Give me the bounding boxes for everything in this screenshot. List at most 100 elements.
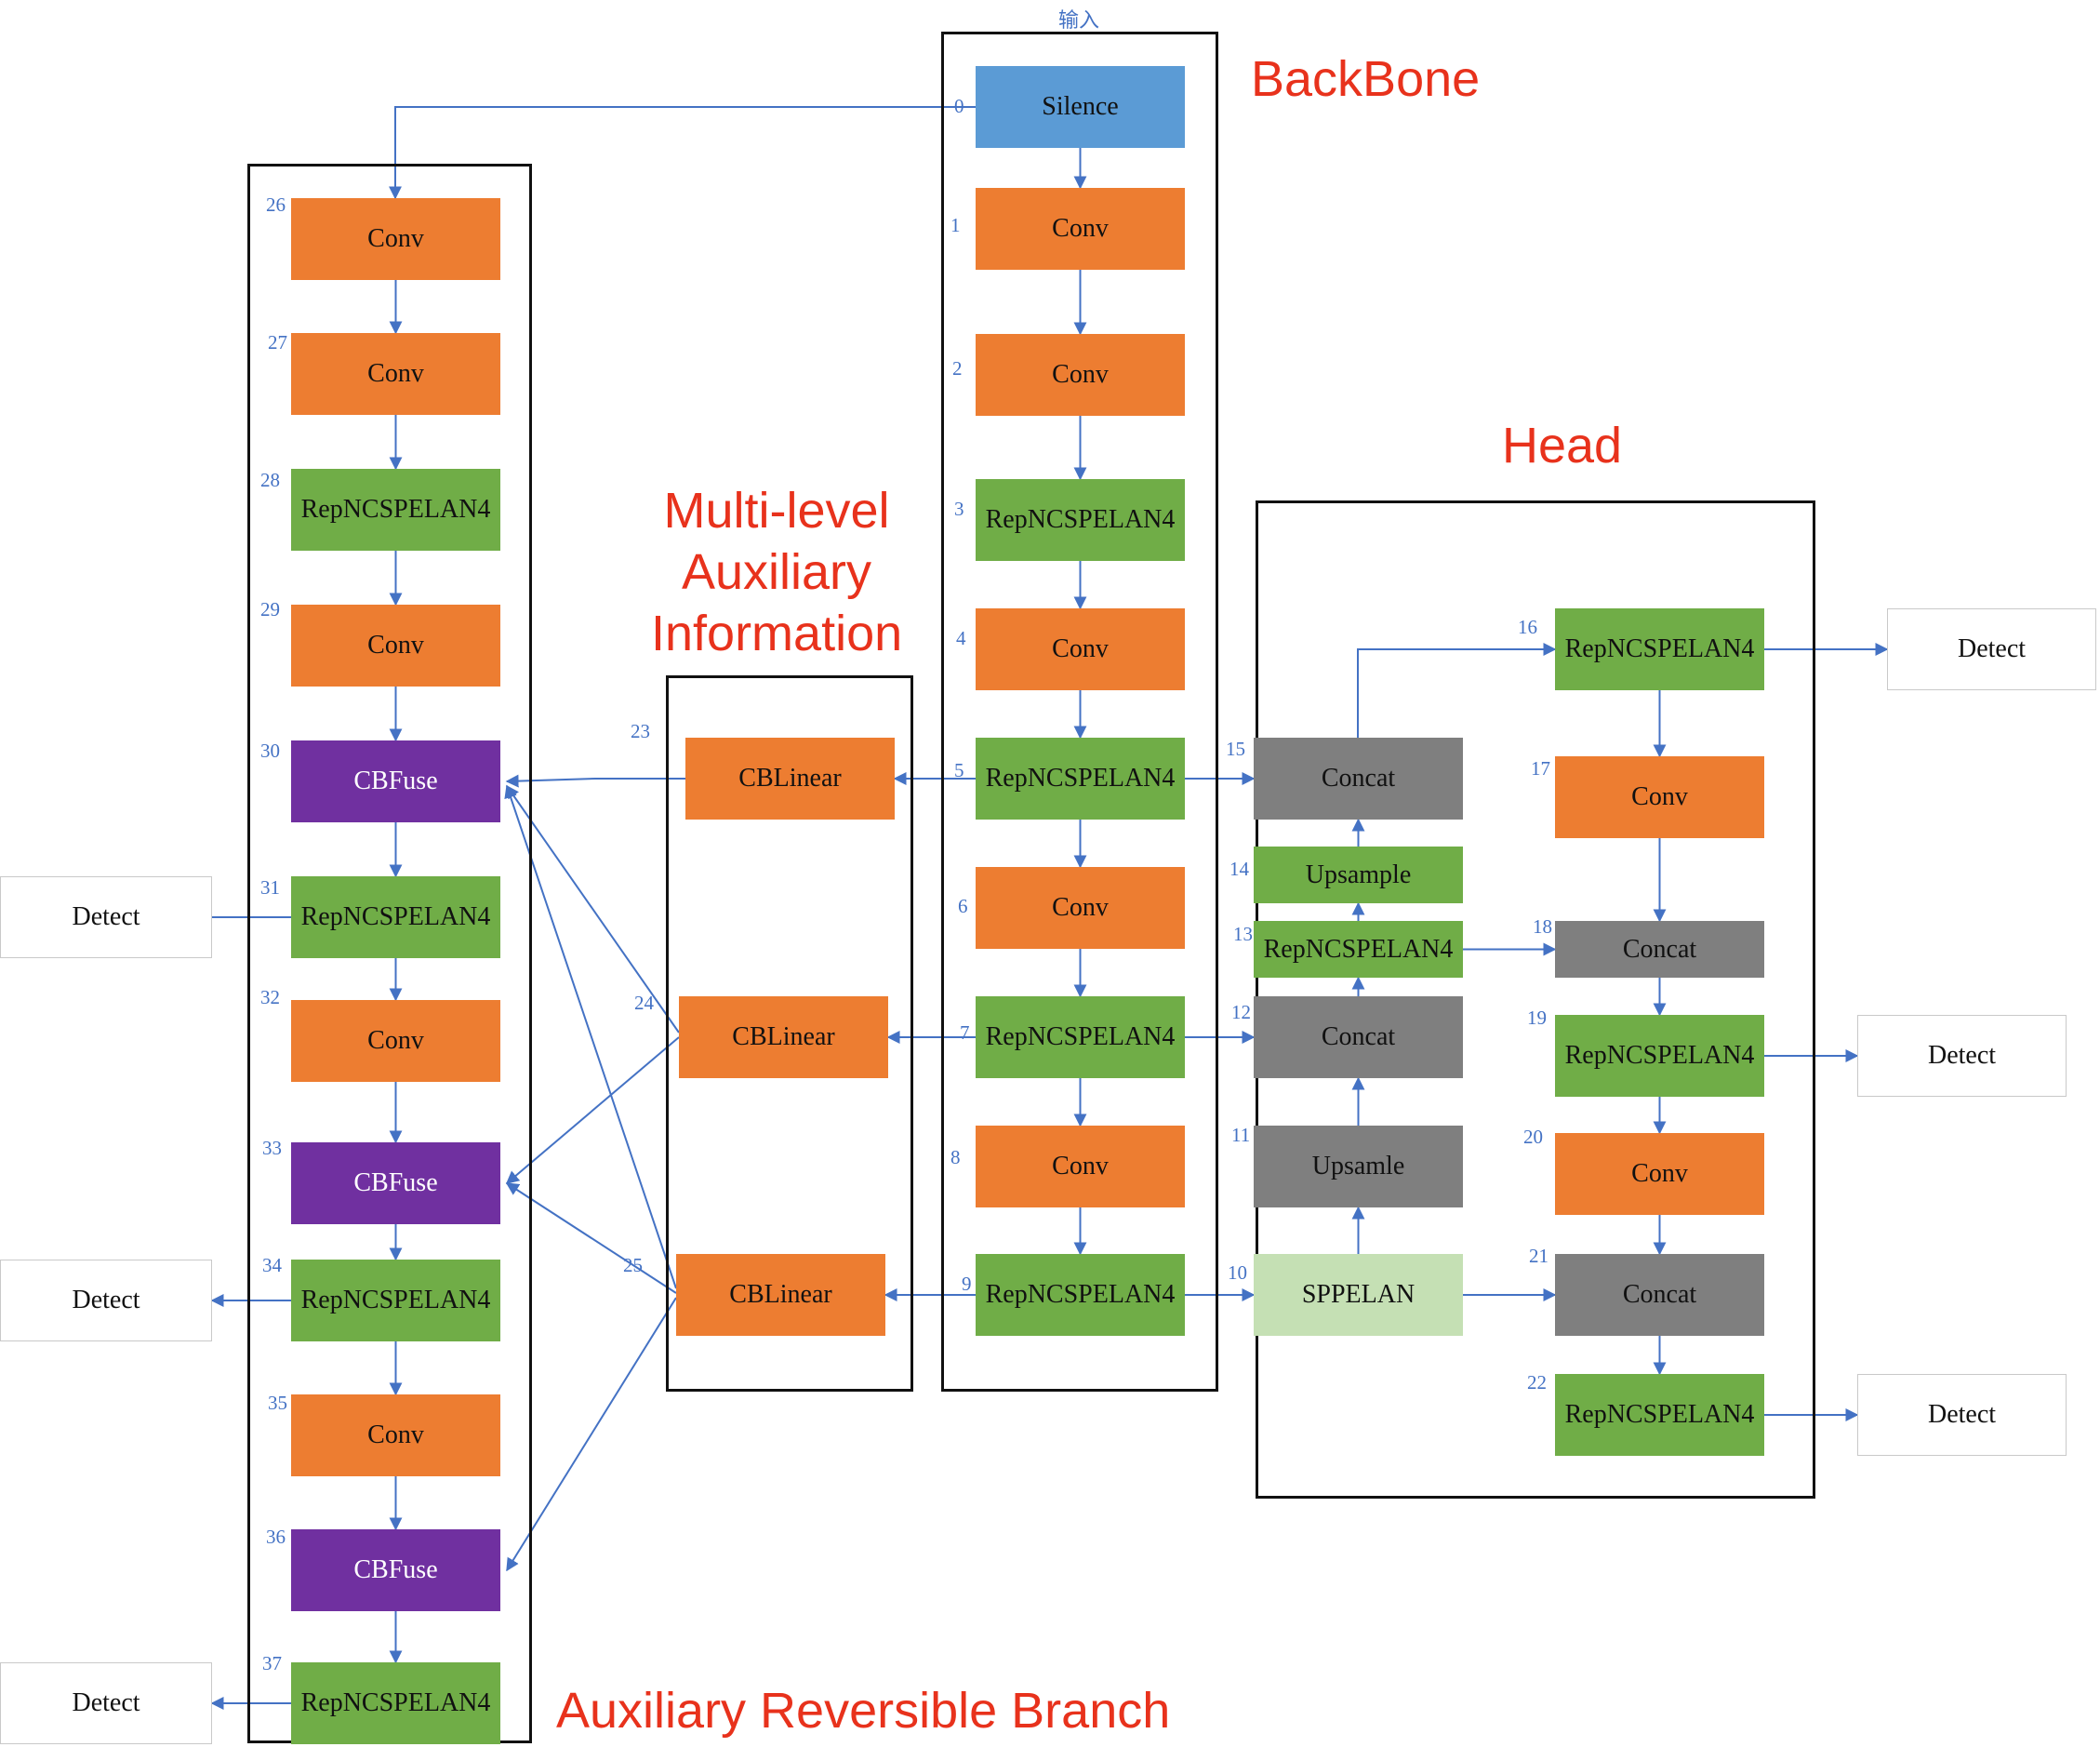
node-24-cblinear: CBLinear [679, 996, 888, 1078]
node-11-index: 11 [1231, 1124, 1251, 1146]
edge-23-to-30 [505, 774, 685, 788]
node-27-conv: Conv [291, 333, 500, 415]
node-29-conv: Conv [291, 605, 500, 687]
node-32-conv: Conv [291, 1000, 500, 1082]
edge-25-to-36 [506, 1297, 677, 1572]
node-16-index: 16 [1518, 616, 1537, 638]
node-2-conv: Conv [976, 334, 1185, 416]
node-28-repncspelan4: RepNCSPELAN4 [291, 469, 500, 551]
node-3-repncspelan4: RepNCSPELAN4 [976, 479, 1185, 561]
node-17-index: 17 [1531, 757, 1550, 780]
node-20-conv: Conv [1555, 1133, 1764, 1215]
node-10-sppelan: SPPELAN [1254, 1254, 1463, 1336]
node-18-concat: Concat [1555, 921, 1764, 978]
node-11-upsamle: Upsamle [1254, 1126, 1463, 1207]
edge-25-to-30 [504, 784, 677, 1289]
node-19-index: 19 [1527, 1007, 1547, 1029]
backbone-title: BackBone [1251, 51, 1481, 107]
edge-0-to-26 [389, 106, 976, 200]
edge-24-to-33 [505, 1036, 680, 1184]
node-16-repncspelan4: RepNCSPELAN4 [1555, 608, 1764, 690]
node-14-upsample: Upsample [1254, 847, 1463, 903]
detect-box-37: Detect [0, 1662, 212, 1744]
node-32-index: 32 [260, 986, 280, 1008]
node-1-index: 1 [950, 214, 961, 236]
node-10-index: 10 [1228, 1261, 1247, 1284]
multilevel-title: Multi-level Auxiliary Information [651, 480, 902, 664]
node-7-repncspelan4: RepNCSPELAN4 [976, 996, 1185, 1078]
node-36-cbfuse: CBFuse [291, 1529, 500, 1611]
node-35-index: 35 [268, 1392, 287, 1414]
node-8-index: 8 [950, 1146, 961, 1168]
node-36-index: 36 [266, 1526, 286, 1548]
detect-box-34: Detect [0, 1260, 212, 1341]
node-0-index: 0 [954, 95, 964, 117]
node-26-conv: Conv [291, 198, 500, 280]
node-21-concat: Concat [1555, 1254, 1764, 1336]
node-31-index: 31 [260, 876, 280, 899]
multilevel-title-line-3: Information [651, 606, 903, 661]
node-34-index: 34 [262, 1254, 282, 1276]
multilevel-frame [666, 675, 913, 1392]
node-1-conv: Conv [976, 188, 1185, 270]
node-14-index: 14 [1229, 858, 1249, 880]
node-30-cbfuse: CBFuse [291, 740, 500, 822]
backbone-frame [941, 32, 1218, 1392]
node-9-index: 9 [962, 1273, 972, 1295]
node-21-index: 21 [1529, 1245, 1548, 1267]
auxiliary-branch-title: Auxiliary Reversible Branch [556, 1683, 1171, 1739]
node-35-conv: Conv [291, 1394, 500, 1476]
node-6-index: 6 [958, 895, 968, 917]
node-15-index: 15 [1226, 738, 1245, 760]
node-17-conv: Conv [1555, 756, 1764, 838]
detect-box-16: Detect [1887, 608, 2096, 690]
node-15-concat: Concat [1254, 738, 1463, 820]
input-label: 输入 [1058, 9, 1100, 33]
node-4-conv: Conv [976, 608, 1185, 690]
node-37-index: 37 [262, 1652, 282, 1674]
node-23-cblinear: CBLinear [685, 738, 895, 820]
node-31-repncspelan4: RepNCSPELAN4 [291, 876, 500, 958]
node-18-index: 18 [1533, 915, 1552, 938]
detect-box-31: Detect [0, 876, 212, 958]
detect-box-22: Detect [1857, 1374, 2067, 1456]
node-12-concat: Concat [1254, 996, 1463, 1078]
node-25-cblinear: CBLinear [676, 1254, 885, 1336]
node-5-repncspelan4: RepNCSPELAN4 [976, 738, 1185, 820]
edge-24-to-30 [506, 784, 680, 1034]
head-title: Head [1502, 418, 1623, 473]
node-27-index: 27 [268, 331, 287, 353]
node-8-conv: Conv [976, 1126, 1185, 1207]
node-3-index: 3 [954, 498, 964, 520]
node-6-conv: Conv [976, 867, 1185, 949]
node-34-repncspelan4: RepNCSPELAN4 [291, 1260, 500, 1341]
multilevel-title-line-2: Auxiliary [681, 544, 872, 600]
node-4-index: 4 [956, 627, 966, 649]
node-33-index: 33 [262, 1137, 282, 1159]
node-12-index: 12 [1231, 1001, 1251, 1023]
node-26-index: 26 [266, 193, 286, 216]
node-19-repncspelan4: RepNCSPELAN4 [1555, 1015, 1764, 1097]
node-20-index: 20 [1523, 1126, 1543, 1148]
node-5-index: 5 [954, 759, 964, 781]
node-23-index: 23 [631, 720, 650, 742]
node-33-cbfuse: CBFuse [291, 1142, 500, 1224]
node-24-index: 24 [634, 992, 654, 1014]
node-13-repncspelan4: RepNCSPELAN4 [1254, 921, 1463, 978]
multilevel-title-line-1: Multi-level [663, 483, 890, 539]
node-22-index: 22 [1527, 1371, 1547, 1394]
node-37-repncspelan4: RepNCSPELAN4 [291, 1662, 500, 1744]
node-7-index: 7 [960, 1021, 970, 1044]
edge-15-to-16 [1357, 643, 1557, 738]
node-30-index: 30 [260, 740, 280, 762]
node-29-index: 29 [260, 598, 280, 620]
edge-group [210, 106, 1889, 1710]
node-0-silence: Silence [976, 66, 1185, 148]
edge-25-to-33 [505, 1182, 677, 1294]
node-25-index: 25 [623, 1254, 643, 1276]
node-22-repncspelan4: RepNCSPELAN4 [1555, 1374, 1764, 1456]
node-2-index: 2 [952, 357, 963, 380]
node-9-repncspelan4: RepNCSPELAN4 [976, 1254, 1185, 1336]
